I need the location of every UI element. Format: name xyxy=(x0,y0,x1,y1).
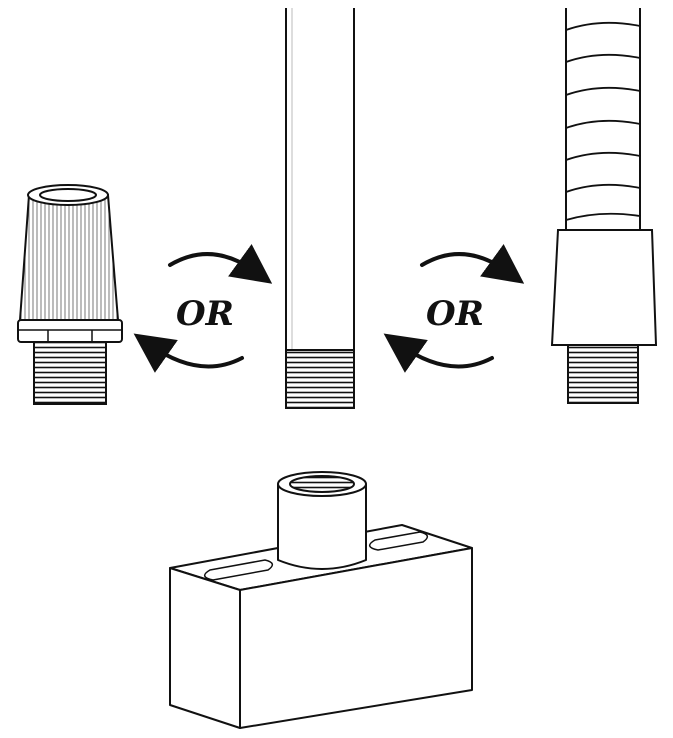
or-label-1: OR xyxy=(176,294,234,334)
straight-pipe xyxy=(286,8,354,408)
gooseneck-ferrule xyxy=(552,230,656,345)
cone-body xyxy=(20,195,118,320)
swap-arrow-left-icon xyxy=(150,345,242,366)
swap-arrow-left-icon xyxy=(400,345,492,366)
swap-arrow-right-icon xyxy=(170,254,256,272)
or-connector-2: OR xyxy=(400,254,508,366)
base-front-face xyxy=(170,568,240,728)
threaded-base-block xyxy=(170,472,472,728)
pipe-thread xyxy=(286,350,354,408)
base-socket-thread xyxy=(290,476,354,492)
flexible-gooseneck xyxy=(552,8,656,403)
cone-adapter xyxy=(18,185,122,404)
cone-thread xyxy=(34,342,106,404)
or-connector-1: OR xyxy=(150,254,256,366)
swap-arrow-right-icon xyxy=(422,254,508,272)
or-label-2: OR xyxy=(426,294,484,334)
cone-hex-nut xyxy=(18,320,122,342)
gooseneck-thread xyxy=(568,345,638,403)
